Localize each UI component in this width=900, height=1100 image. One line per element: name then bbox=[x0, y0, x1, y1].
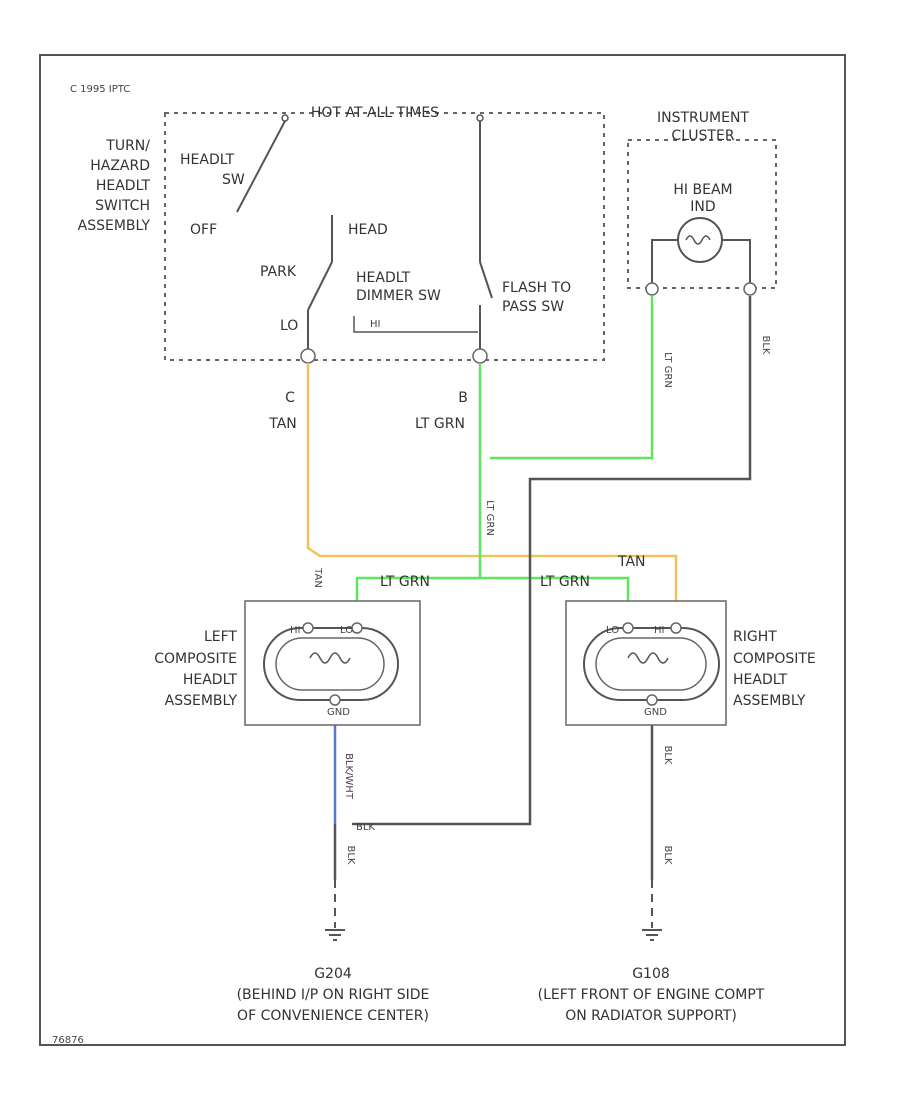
lt-grn-wire-headlamps bbox=[355, 576, 630, 613]
flash-sw-label: PASS SW bbox=[502, 299, 564, 315]
right-headlamp-line: HEADLT bbox=[733, 672, 788, 688]
position-lo-label: LO bbox=[280, 318, 298, 334]
headlt-sw-pivot bbox=[281, 114, 289, 122]
hi-beam-ind-label: HI BEAM bbox=[673, 182, 732, 198]
left-headlamp-line: HEADLT bbox=[183, 672, 238, 688]
position-off-label: OFF bbox=[190, 222, 217, 238]
ground-left-id: G204 bbox=[314, 966, 352, 982]
flash-sw-blade bbox=[479, 261, 493, 299]
left-headlamp-filament bbox=[309, 652, 351, 664]
instrument-cluster-label: CLUSTER bbox=[671, 128, 734, 144]
dimmer-sw-label: HEADLT bbox=[356, 270, 411, 286]
ground-left-location: (BEHIND I/P ON RIGHT SIDE bbox=[237, 987, 430, 1003]
blk-wire-label: BLK bbox=[356, 822, 375, 833]
connector-c-label: C bbox=[285, 390, 295, 406]
left-pin-hi bbox=[302, 622, 314, 634]
ground-left-location: OF CONVENIENCE CENTER) bbox=[237, 1008, 429, 1024]
switch-assembly-box bbox=[164, 112, 605, 361]
right-pin-gnd bbox=[646, 694, 658, 706]
lt-grn-vertical-label: LT GRN bbox=[662, 352, 673, 388]
right-headlamp-line: ASSEMBLY bbox=[733, 693, 806, 709]
hi-beam-lead-right bbox=[722, 239, 751, 283]
dimmer-sw-label: DIMMER SW bbox=[356, 288, 441, 304]
right-headlamp-lens-inner bbox=[595, 637, 707, 691]
ground-icon bbox=[325, 929, 345, 941]
left-pin-hi-label: HI bbox=[290, 625, 300, 636]
hi-beam-filament bbox=[685, 235, 711, 245]
connector-b bbox=[472, 348, 488, 364]
blk-vertical-label: BLK bbox=[662, 746, 673, 765]
diagram-frame bbox=[39, 54, 846, 1046]
tan-vertical-label: TAN bbox=[312, 567, 323, 588]
hi-beam-ind-label: IND bbox=[690, 199, 715, 215]
right-headlamp-line: COMPOSITE bbox=[733, 651, 816, 667]
left-pin-lo bbox=[351, 622, 363, 634]
headlt-sw-label: HEADLT bbox=[180, 152, 235, 168]
hi-beam-lead-left bbox=[651, 239, 678, 283]
copyright-label: C 1995 IPTC bbox=[70, 84, 130, 95]
switch-assembly-line: TURN/ bbox=[105, 138, 150, 154]
connector-b-label: B bbox=[458, 390, 468, 406]
hi-beam-bulb-icon bbox=[677, 217, 723, 263]
left-pin-gnd bbox=[329, 694, 341, 706]
left-headlamp-lens bbox=[263, 627, 399, 701]
tan-wire-label: TAN bbox=[617, 554, 646, 570]
flash-sw-label: FLASH TO bbox=[502, 280, 571, 296]
left-headlamp-line: ASSEMBLY bbox=[165, 693, 238, 709]
hot-at-all-times-label: HOT AT ALL TIMES bbox=[311, 105, 439, 121]
left-headlamp-label: LEFT COMPOSITE HEADLT ASSEMBLY bbox=[154, 629, 237, 709]
lt-grn-wire-label: LT GRN bbox=[380, 574, 430, 590]
position-head-label: HEAD bbox=[348, 222, 388, 238]
blk-wire-cluster bbox=[352, 296, 752, 826]
blk-vertical-label: BLK bbox=[662, 846, 673, 865]
connector-c bbox=[300, 348, 316, 364]
dimmer-sw-blade bbox=[307, 261, 333, 311]
left-pin-gnd-label: GND bbox=[327, 707, 350, 718]
switch-assembly-label: TURN/ HAZARD HEADLT SWITCH ASSEMBLY bbox=[78, 138, 151, 234]
left-headlamp-lens-inner bbox=[275, 637, 385, 691]
footer-code: 76876 bbox=[52, 1035, 84, 1046]
ground-right-location: (LEFT FRONT OF ENGINE COMPT bbox=[538, 987, 765, 1003]
ground-right-id: G108 bbox=[632, 966, 670, 982]
switch-assembly-line: HEADLT bbox=[96, 178, 151, 194]
tan-wire bbox=[306, 363, 678, 613]
right-headlamp-line: RIGHT bbox=[733, 629, 777, 645]
right-headlamp-filament bbox=[627, 652, 669, 664]
position-park-label: PARK bbox=[260, 264, 297, 280]
lt-grn-wire-label: LT GRN bbox=[540, 574, 590, 590]
switch-assembly-line: ASSEMBLY bbox=[78, 218, 151, 234]
cluster-pin-left bbox=[645, 282, 659, 296]
right-pin-gnd-label: GND bbox=[644, 707, 667, 718]
blk-vertical-label: BLK bbox=[345, 846, 356, 865]
lt-grn-vertical-label: LT GRN bbox=[484, 500, 495, 536]
right-headlamp-lens bbox=[583, 627, 720, 701]
tan-wire-label: TAN bbox=[268, 416, 297, 432]
lt-grn-wire-label: LT GRN bbox=[415, 416, 465, 432]
right-pin-lo-label: LO bbox=[606, 625, 619, 636]
hi-bracket bbox=[353, 316, 478, 333]
left-headlamp-line: LEFT bbox=[204, 629, 237, 645]
blk-vertical-label: BLK bbox=[760, 336, 771, 355]
position-hi-label: HI bbox=[370, 319, 380, 330]
right-pin-hi bbox=[670, 622, 682, 634]
headlt-sw-label: SW bbox=[222, 172, 245, 188]
right-headlamp-label: RIGHT COMPOSITE HEADLT ASSEMBLY bbox=[733, 629, 816, 709]
left-pin-lo-label: LO bbox=[340, 625, 353, 636]
switch-assembly-line: HAZARD bbox=[90, 158, 150, 174]
flash-sw-pivot bbox=[476, 114, 484, 122]
switch-assembly-line: SWITCH bbox=[95, 198, 150, 214]
ground-icon bbox=[642, 929, 662, 941]
headlt-sw-blade bbox=[236, 120, 286, 213]
instrument-cluster-label: INSTRUMENT bbox=[657, 110, 749, 126]
lt-grn-wire-cluster bbox=[490, 296, 654, 460]
blk-wht-vertical-label: BLK/WHT bbox=[343, 753, 354, 800]
left-headlamp-line: COMPOSITE bbox=[154, 651, 237, 667]
right-headlamp-box bbox=[565, 600, 727, 726]
right-pin-lo bbox=[622, 622, 634, 634]
right-pin-hi-label: HI bbox=[654, 625, 664, 636]
ground-right-location: ON RADIATOR SUPPORT) bbox=[565, 1008, 737, 1024]
cluster-pin-right bbox=[743, 282, 757, 296]
